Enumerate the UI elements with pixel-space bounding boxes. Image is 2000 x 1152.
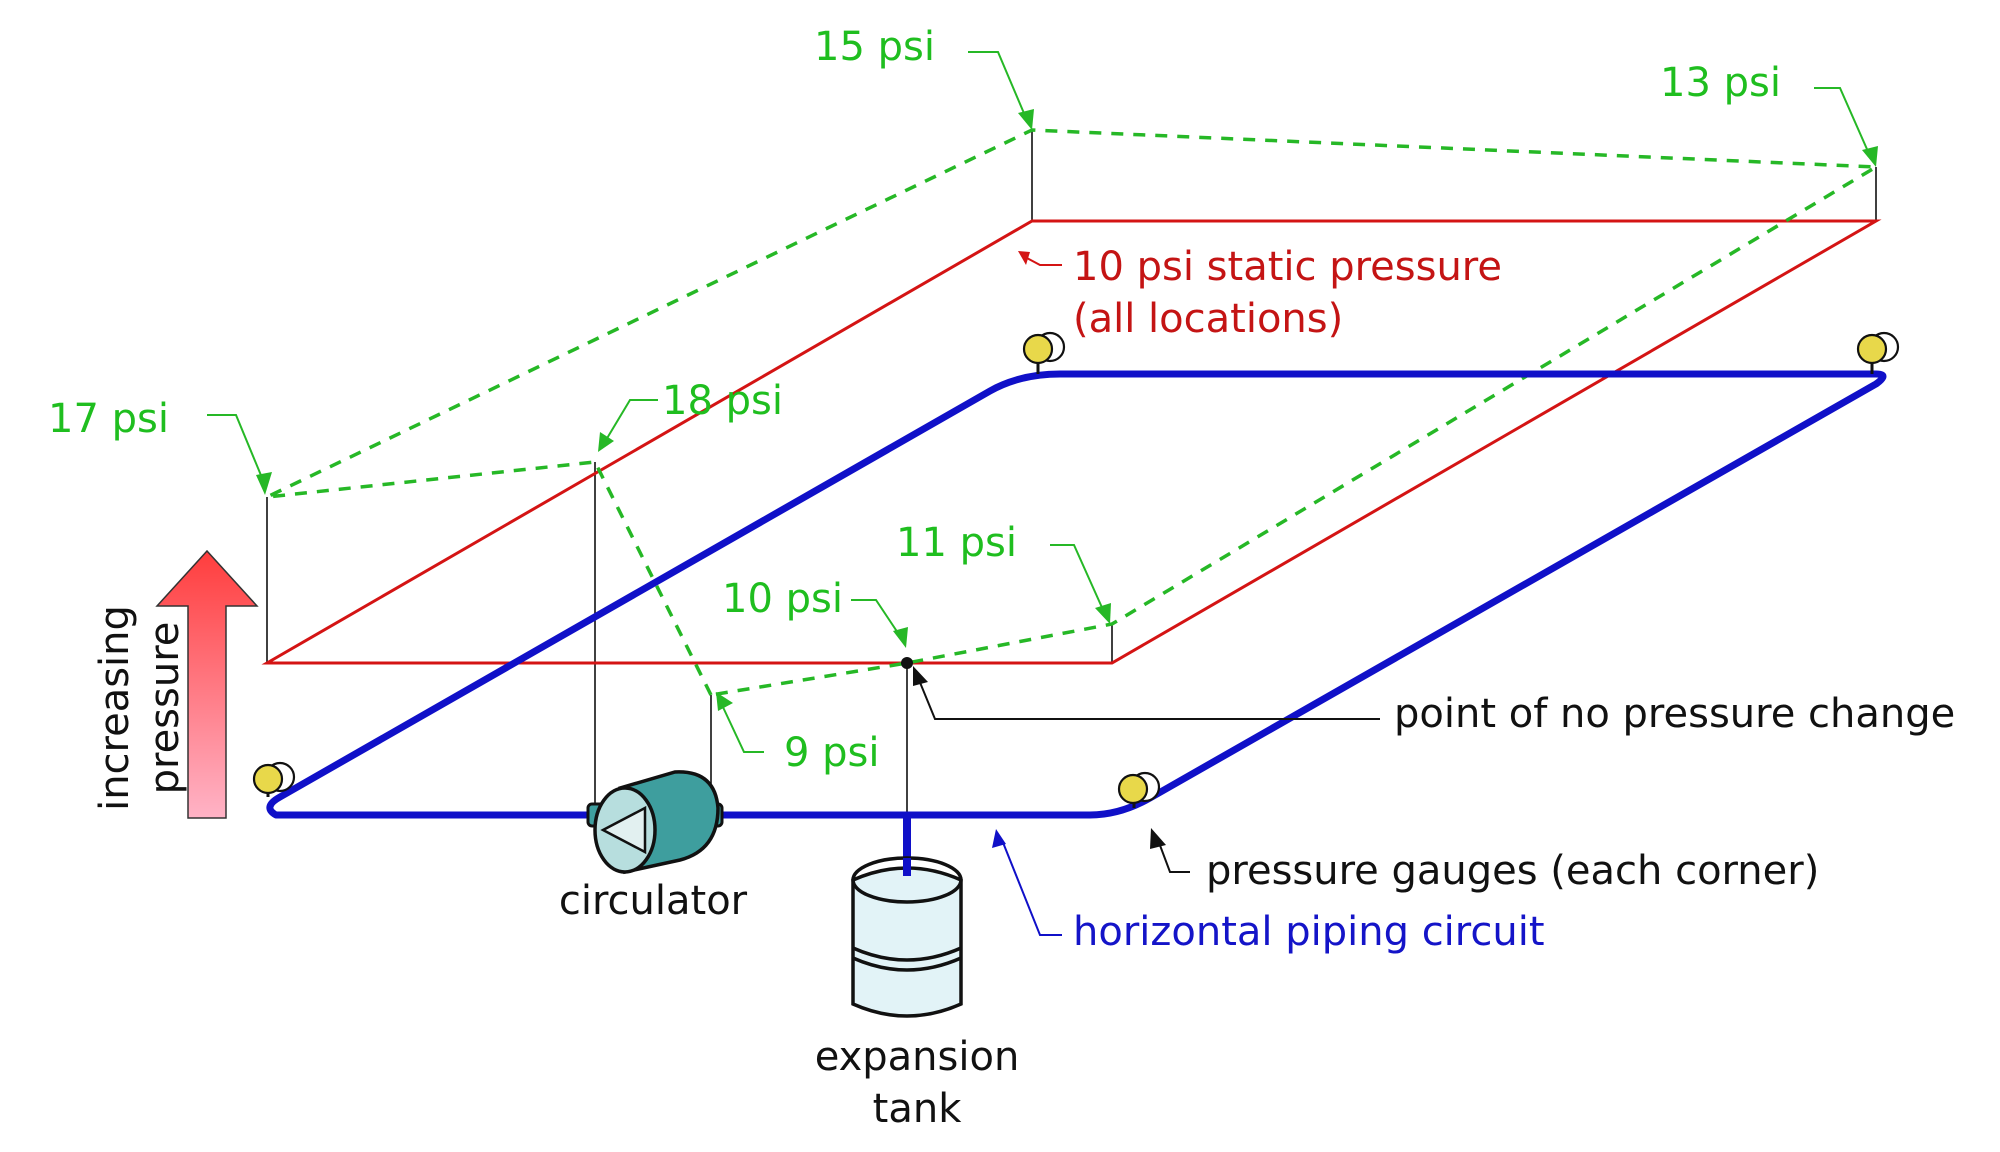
static-pressure-label-line2: (all locations)	[1073, 296, 1343, 342]
label-18-psi: 18 psi	[662, 378, 783, 424]
circulator-pump	[586, 770, 724, 875]
gauge-front-right	[1117, 771, 1161, 808]
circulator-label: circulator	[559, 878, 748, 924]
green-leaders	[207, 51, 1871, 753]
static-pressure-plane	[261, 219, 1882, 665]
piping-circuit	[266, 370, 1887, 819]
label-11-psi: 11 psi	[896, 520, 1017, 566]
static-pressure-label-line1: 10 psi static pressure	[1073, 244, 1502, 290]
gauge-back-left	[1022, 331, 1066, 374]
expansion-tank	[851, 856, 963, 1018]
increasing-pressure-arrow	[155, 549, 259, 819]
black-leaders	[918, 679, 1380, 873]
arrow-label-line2: pressure	[142, 622, 188, 795]
static-leader	[1018, 251, 1062, 266]
piping-label: horizontal piping circuit	[1073, 909, 1545, 955]
label-9-psi: 9 psi	[784, 730, 880, 776]
black-arrowheads	[913, 666, 1166, 849]
label-15-psi: 15 psi	[814, 24, 935, 70]
green-arrowheads	[256, 109, 1878, 711]
gauges-label: pressure gauges (each corner)	[1206, 848, 1819, 894]
gauge-front-left	[252, 761, 296, 797]
reference-drops	[266, 130, 1877, 820]
no-change-label: point of no pressure change	[1394, 691, 1955, 737]
tank-label-line2: tank	[873, 1086, 963, 1132]
gauge-back-right	[1856, 331, 1900, 374]
dynamic-pressure-profile	[266, 128, 1882, 697]
label-10-psi: 10 psi	[722, 576, 843, 622]
tank-label-line1: expansion	[815, 1034, 1020, 1080]
arrow-label-line1: increasing	[92, 605, 138, 811]
no-change-point	[901, 657, 913, 669]
label-13-psi: 13 psi	[1660, 60, 1781, 106]
label-17-psi: 17 psi	[48, 396, 169, 442]
piping-leader	[992, 829, 1062, 936]
